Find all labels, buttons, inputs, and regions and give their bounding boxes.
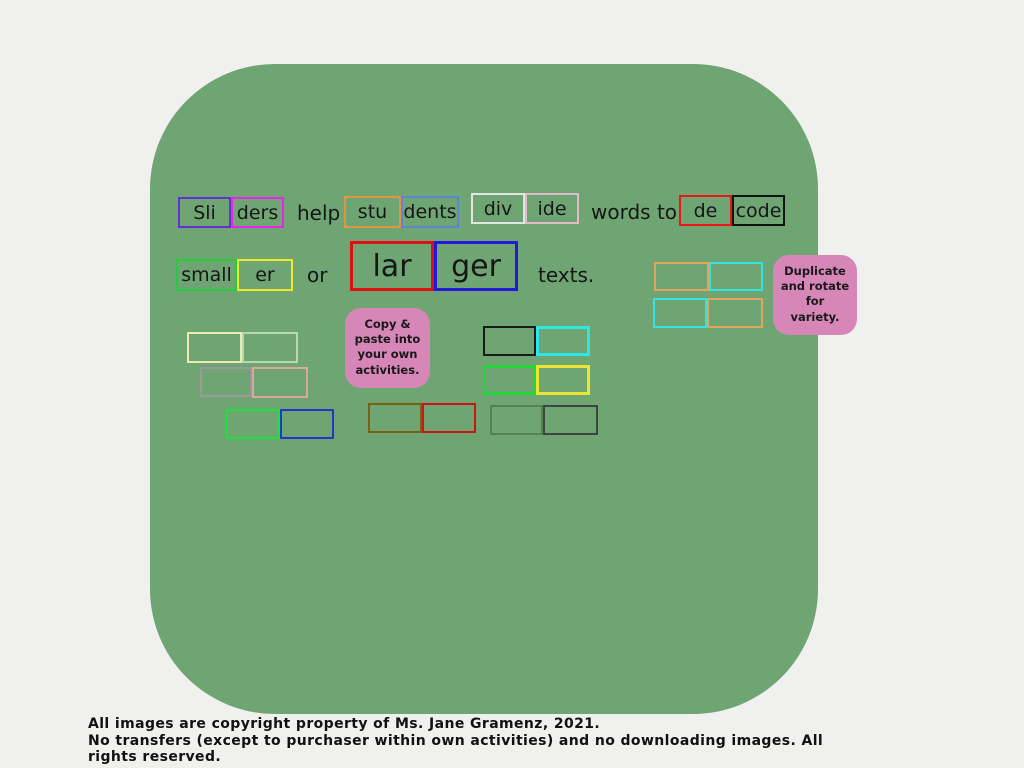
- empty-slider-mid-3[interactable]: [368, 403, 476, 433]
- empty-slider-mid-1[interactable]: [483, 326, 590, 356]
- slider-cell-lar[interactable]: lar: [350, 241, 434, 291]
- word-help: help: [297, 200, 341, 225]
- empty-slider-right-bottom[interactable]: [653, 298, 763, 328]
- empty-slider-left-1[interactable]: [187, 332, 298, 363]
- slider-cell-ger[interactable]: ger: [434, 241, 518, 291]
- empty-slider-cell[interactable]: [226, 409, 280, 439]
- copyright-line-1: All images are copyright property of Ms.…: [88, 716, 601, 732]
- empty-slider-cell[interactable]: [543, 405, 598, 435]
- slider-cell-er[interactable]: er: [237, 259, 293, 291]
- empty-slider-cell[interactable]: [483, 326, 536, 356]
- empty-slider-cell[interactable]: [654, 262, 709, 291]
- slider-stu-dents[interactable]: stu dents: [344, 196, 459, 228]
- slider-cell-code[interactable]: code: [732, 195, 785, 226]
- copyright-line-3: rights reserved.: [88, 749, 222, 765]
- empty-slider-cell[interactable]: [252, 367, 308, 398]
- slider-cell-div[interactable]: div: [471, 193, 525, 224]
- empty-slider-cell[interactable]: [368, 403, 422, 433]
- slider-cell-small[interactable]: small: [176, 259, 237, 291]
- empty-slider-cell[interactable]: [422, 403, 476, 433]
- slider-cell-dents[interactable]: dents: [401, 196, 459, 228]
- empty-slider-cell[interactable]: [536, 326, 590, 356]
- word-words-to: words to: [591, 199, 678, 224]
- empty-slider-mid-2[interactable]: [483, 365, 590, 395]
- slider-lar-ger[interactable]: lar ger: [350, 241, 518, 291]
- empty-slider-cell[interactable]: [187, 332, 242, 363]
- slider-cell-stu[interactable]: stu: [344, 196, 401, 228]
- slider-cell-ders[interactable]: ders: [231, 197, 284, 228]
- empty-slider-right-top[interactable]: [654, 262, 763, 291]
- word-or: or: [307, 263, 328, 287]
- empty-slider-cell[interactable]: [707, 298, 763, 328]
- slider-small-er[interactable]: small er: [176, 259, 293, 291]
- empty-slider-cell[interactable]: [200, 367, 252, 397]
- empty-slider-left-3[interactable]: [226, 409, 334, 439]
- slider-sli-ders[interactable]: Sli ders: [178, 197, 284, 228]
- copyright-line-2: No transfers (except to purchaser within…: [88, 732, 824, 749]
- empty-slider-cell[interactable]: [709, 262, 763, 291]
- empty-slider-cell[interactable]: [242, 332, 298, 363]
- empty-slider-mid-4[interactable]: [490, 405, 598, 435]
- empty-slider-cell[interactable]: [280, 409, 334, 439]
- empty-slider-cell[interactable]: [536, 365, 590, 395]
- empty-slider-left-2[interactable]: [200, 367, 308, 398]
- slider-cell-de[interactable]: de: [679, 195, 732, 226]
- slider-cell-ide[interactable]: ide: [525, 193, 579, 224]
- copyright-text: All images are copyright property of Ms.…: [88, 716, 958, 766]
- slider-cell-sli[interactable]: Sli: [178, 197, 231, 228]
- empty-slider-cell[interactable]: [483, 365, 536, 395]
- slider-div-ide[interactable]: div ide: [471, 193, 579, 224]
- slider-de-code[interactable]: de code: [679, 195, 785, 226]
- note-duplicate-rotate[interactable]: Duplicate and rotate for variety.: [773, 255, 857, 335]
- word-texts: texts.: [538, 263, 595, 287]
- note-copy-paste[interactable]: Copy & paste into your own activities.: [345, 308, 430, 388]
- empty-slider-cell[interactable]: [490, 405, 543, 435]
- empty-slider-cell[interactable]: [653, 298, 707, 328]
